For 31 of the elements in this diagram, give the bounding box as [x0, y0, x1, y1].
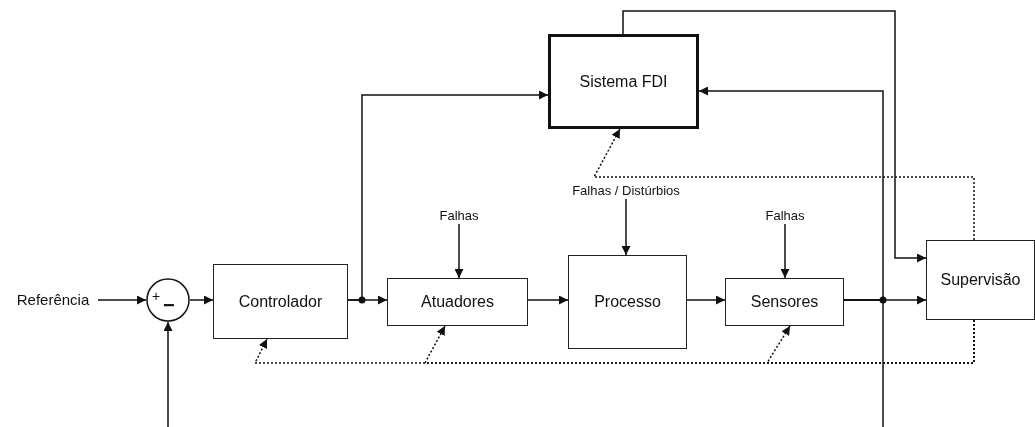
dotted-arrow: [765, 319, 975, 364]
block-box: [548, 34, 699, 129]
dotted-arrow: [592, 128, 975, 241]
block-box: [387, 278, 528, 326]
arrow: [454, 223, 464, 279]
arrow: [621, 198, 631, 256]
block-label: Controlador: [238, 292, 323, 311]
signal-label: Referência: [16, 290, 90, 308]
block-box: [725, 278, 844, 326]
block-box: [568, 255, 687, 349]
arrow: [780, 223, 790, 279]
arrow: [163, 321, 173, 427]
signal-label: Falhas / Distúrbios: [572, 182, 680, 198]
arrow: [527, 295, 569, 305]
arrow: [347, 90, 549, 301]
block-label: Atuadores: [421, 293, 494, 311]
block-label: Supervisão: [940, 271, 1021, 289]
block-box: [213, 264, 348, 339]
sign-label: +: [152, 289, 161, 303]
arrow: [686, 295, 726, 305]
block-label: Sistema FDI: [579, 72, 668, 91]
block-box: [926, 240, 1035, 320]
arrow: [622, 10, 927, 263]
block-label: Processo: [594, 293, 661, 311]
signal-label: Falhas: [439, 207, 479, 223]
sign-label: −: [163, 295, 175, 315]
block-label: Sensores: [750, 293, 819, 311]
arrow: [97, 295, 147, 305]
arrow: [189, 295, 214, 305]
signal-label: Falhas: [765, 207, 805, 223]
summing-junction: [146, 278, 190, 322]
